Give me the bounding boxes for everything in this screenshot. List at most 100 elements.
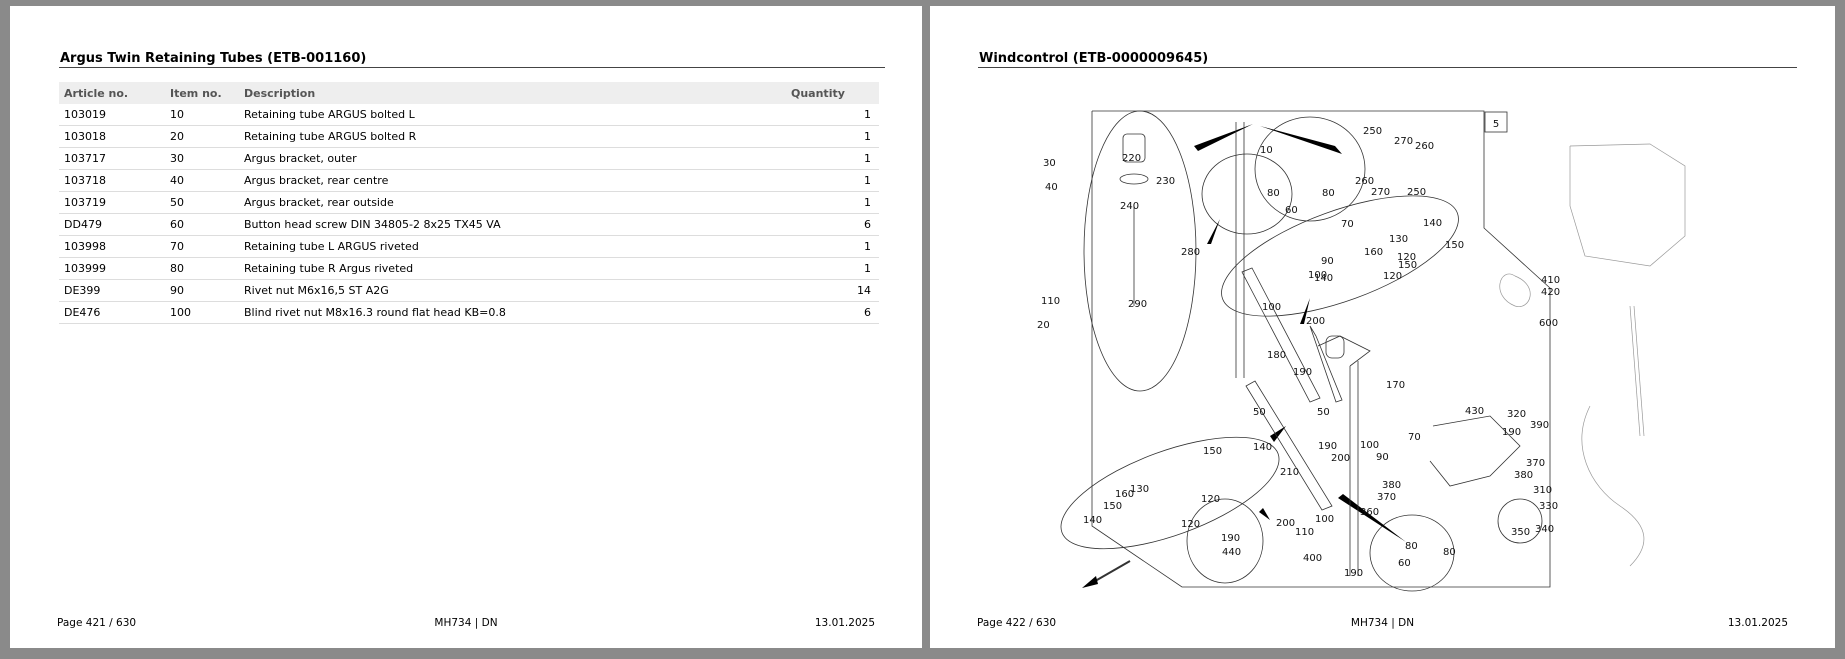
callout-label: 250 — [1363, 126, 1382, 137]
callout-label: 80 — [1405, 541, 1418, 552]
beacon-base — [1119, 173, 1149, 185]
page-422: Windcontrol (ETB-0000009645) 5 — [930, 6, 1835, 648]
callout-label: 10 — [1260, 145, 1273, 156]
page-title: Windcontrol (ETB-0000009645) — [979, 51, 1209, 66]
callout-label: 280 — [1181, 247, 1200, 258]
callout-label: 340 — [1535, 524, 1554, 535]
detail-ellipse-washers — [1221, 195, 1459, 317]
callout-label: 140 — [1083, 515, 1102, 526]
callout-label: 150 — [1398, 260, 1417, 271]
beacon-light — [1122, 133, 1146, 163]
callout-label: 70 — [1408, 432, 1421, 443]
parts-table: Article no. Item no. Description Quantit… — [59, 82, 879, 324]
callout-label: 270 — [1394, 136, 1413, 147]
column-header-quantity: Quantity — [786, 82, 879, 104]
callout-label: 140 — [1253, 442, 1272, 453]
cell-description: Button head screw DIN 34805-2 8x25 TX45 … — [239, 213, 786, 236]
column-header-item: Item no. — [165, 82, 239, 104]
callout-label: 240 — [1120, 201, 1139, 212]
cell-quantity: 1 — [786, 104, 879, 126]
cell-item: 10 — [165, 104, 239, 126]
detail-ellipse-light — [1083, 110, 1197, 392]
pointer-wedge — [1338, 494, 1406, 542]
bracket — [1309, 325, 1343, 403]
cell-article: 103718 — [59, 169, 165, 192]
column-header-description: Description — [239, 82, 786, 104]
callout-label: 100 — [1315, 514, 1334, 525]
pointer-wedge — [1260, 126, 1342, 154]
detail-ellipse-screw — [1201, 153, 1293, 235]
page-number: Page 422 / 630 — [977, 617, 1057, 629]
cell-item: 80 — [165, 257, 239, 280]
cell-item: 70 — [165, 235, 239, 258]
page-421: Argus Twin Retaining Tubes (ETB-001160) … — [10, 6, 922, 648]
pointer-wedge — [1300, 298, 1310, 324]
antenna — [1633, 305, 1645, 437]
column-header-article: Article no. — [59, 82, 165, 104]
callout-label: 90 — [1376, 452, 1389, 463]
bracket — [1245, 380, 1333, 511]
callout-label: 220 — [1122, 153, 1141, 164]
detail-ellipse-top — [1254, 116, 1366, 222]
callout-label: 350 — [1511, 527, 1530, 538]
callout-label: 160 — [1364, 247, 1383, 258]
page-title: Argus Twin Retaining Tubes (ETB-001160) — [60, 51, 367, 66]
callout-label: 190 — [1502, 427, 1521, 438]
callout-label: 260 — [1355, 176, 1374, 187]
cell-quantity: 1 — [786, 125, 879, 148]
callout-label: 320 — [1507, 409, 1526, 420]
callout-label: 370 — [1526, 458, 1545, 469]
title-divider — [978, 67, 1797, 68]
callout-label: 170 — [1386, 380, 1405, 391]
callout-label: 200 — [1306, 316, 1325, 327]
exploded-parts-drawing: 5 — [1037, 110, 1686, 592]
callout-label: 360 — [1360, 507, 1379, 518]
detail-ellipse-bolt-right — [1369, 514, 1455, 592]
callout-label: 20 — [1037, 320, 1050, 331]
callout-label: 210 — [1280, 467, 1299, 478]
callout-label: 380 — [1514, 470, 1533, 481]
cell-quantity: 6 — [786, 213, 879, 236]
callout-label: 70 — [1341, 219, 1354, 230]
callout-label: 110 — [1295, 527, 1314, 538]
callout-label: 430 — [1465, 406, 1484, 417]
callout-label: 90 — [1321, 256, 1334, 267]
cell-item: 30 — [165, 147, 239, 170]
title-divider — [59, 67, 885, 68]
callout-label: 110 — [1041, 296, 1060, 307]
pointer-wedge — [1259, 508, 1270, 520]
callout-label: 130 — [1389, 234, 1408, 245]
cell-description: Rivet nut M6x16,5 ST A2G — [239, 279, 786, 302]
cell-quantity: 6 — [786, 301, 879, 324]
page-number: Page 421 / 630 — [57, 617, 137, 629]
callout-label: 180 — [1267, 350, 1286, 361]
callout-label: 150 — [1103, 501, 1122, 512]
cell-description: Argus bracket, rear outside — [239, 191, 786, 214]
callout-label: 380 — [1382, 480, 1401, 491]
cell-description: Argus bracket, rear centre — [239, 169, 786, 192]
callout-label: 260 — [1415, 141, 1434, 152]
callout-label: 100 — [1308, 270, 1327, 281]
cell-article: 103018 — [59, 125, 165, 148]
callout-label: 440 — [1222, 547, 1241, 558]
callout-label: 200 — [1276, 518, 1295, 529]
cell-item: 60 — [165, 213, 239, 236]
callout-label: 420 — [1541, 287, 1560, 298]
bracket-top — [1317, 335, 1371, 367]
cell-quantity: 1 — [786, 257, 879, 280]
cell-item: 100 — [165, 301, 239, 324]
cell-article: 103717 — [59, 147, 165, 170]
callout-label: 100 — [1262, 302, 1281, 313]
cell-article: 103999 — [59, 257, 165, 280]
callout-label: 40 — [1045, 182, 1058, 193]
cell-description: Retaining tube ARGUS bolted L — [239, 104, 786, 126]
bracket — [1241, 267, 1321, 403]
cell-quantity: 1 — [786, 147, 879, 170]
